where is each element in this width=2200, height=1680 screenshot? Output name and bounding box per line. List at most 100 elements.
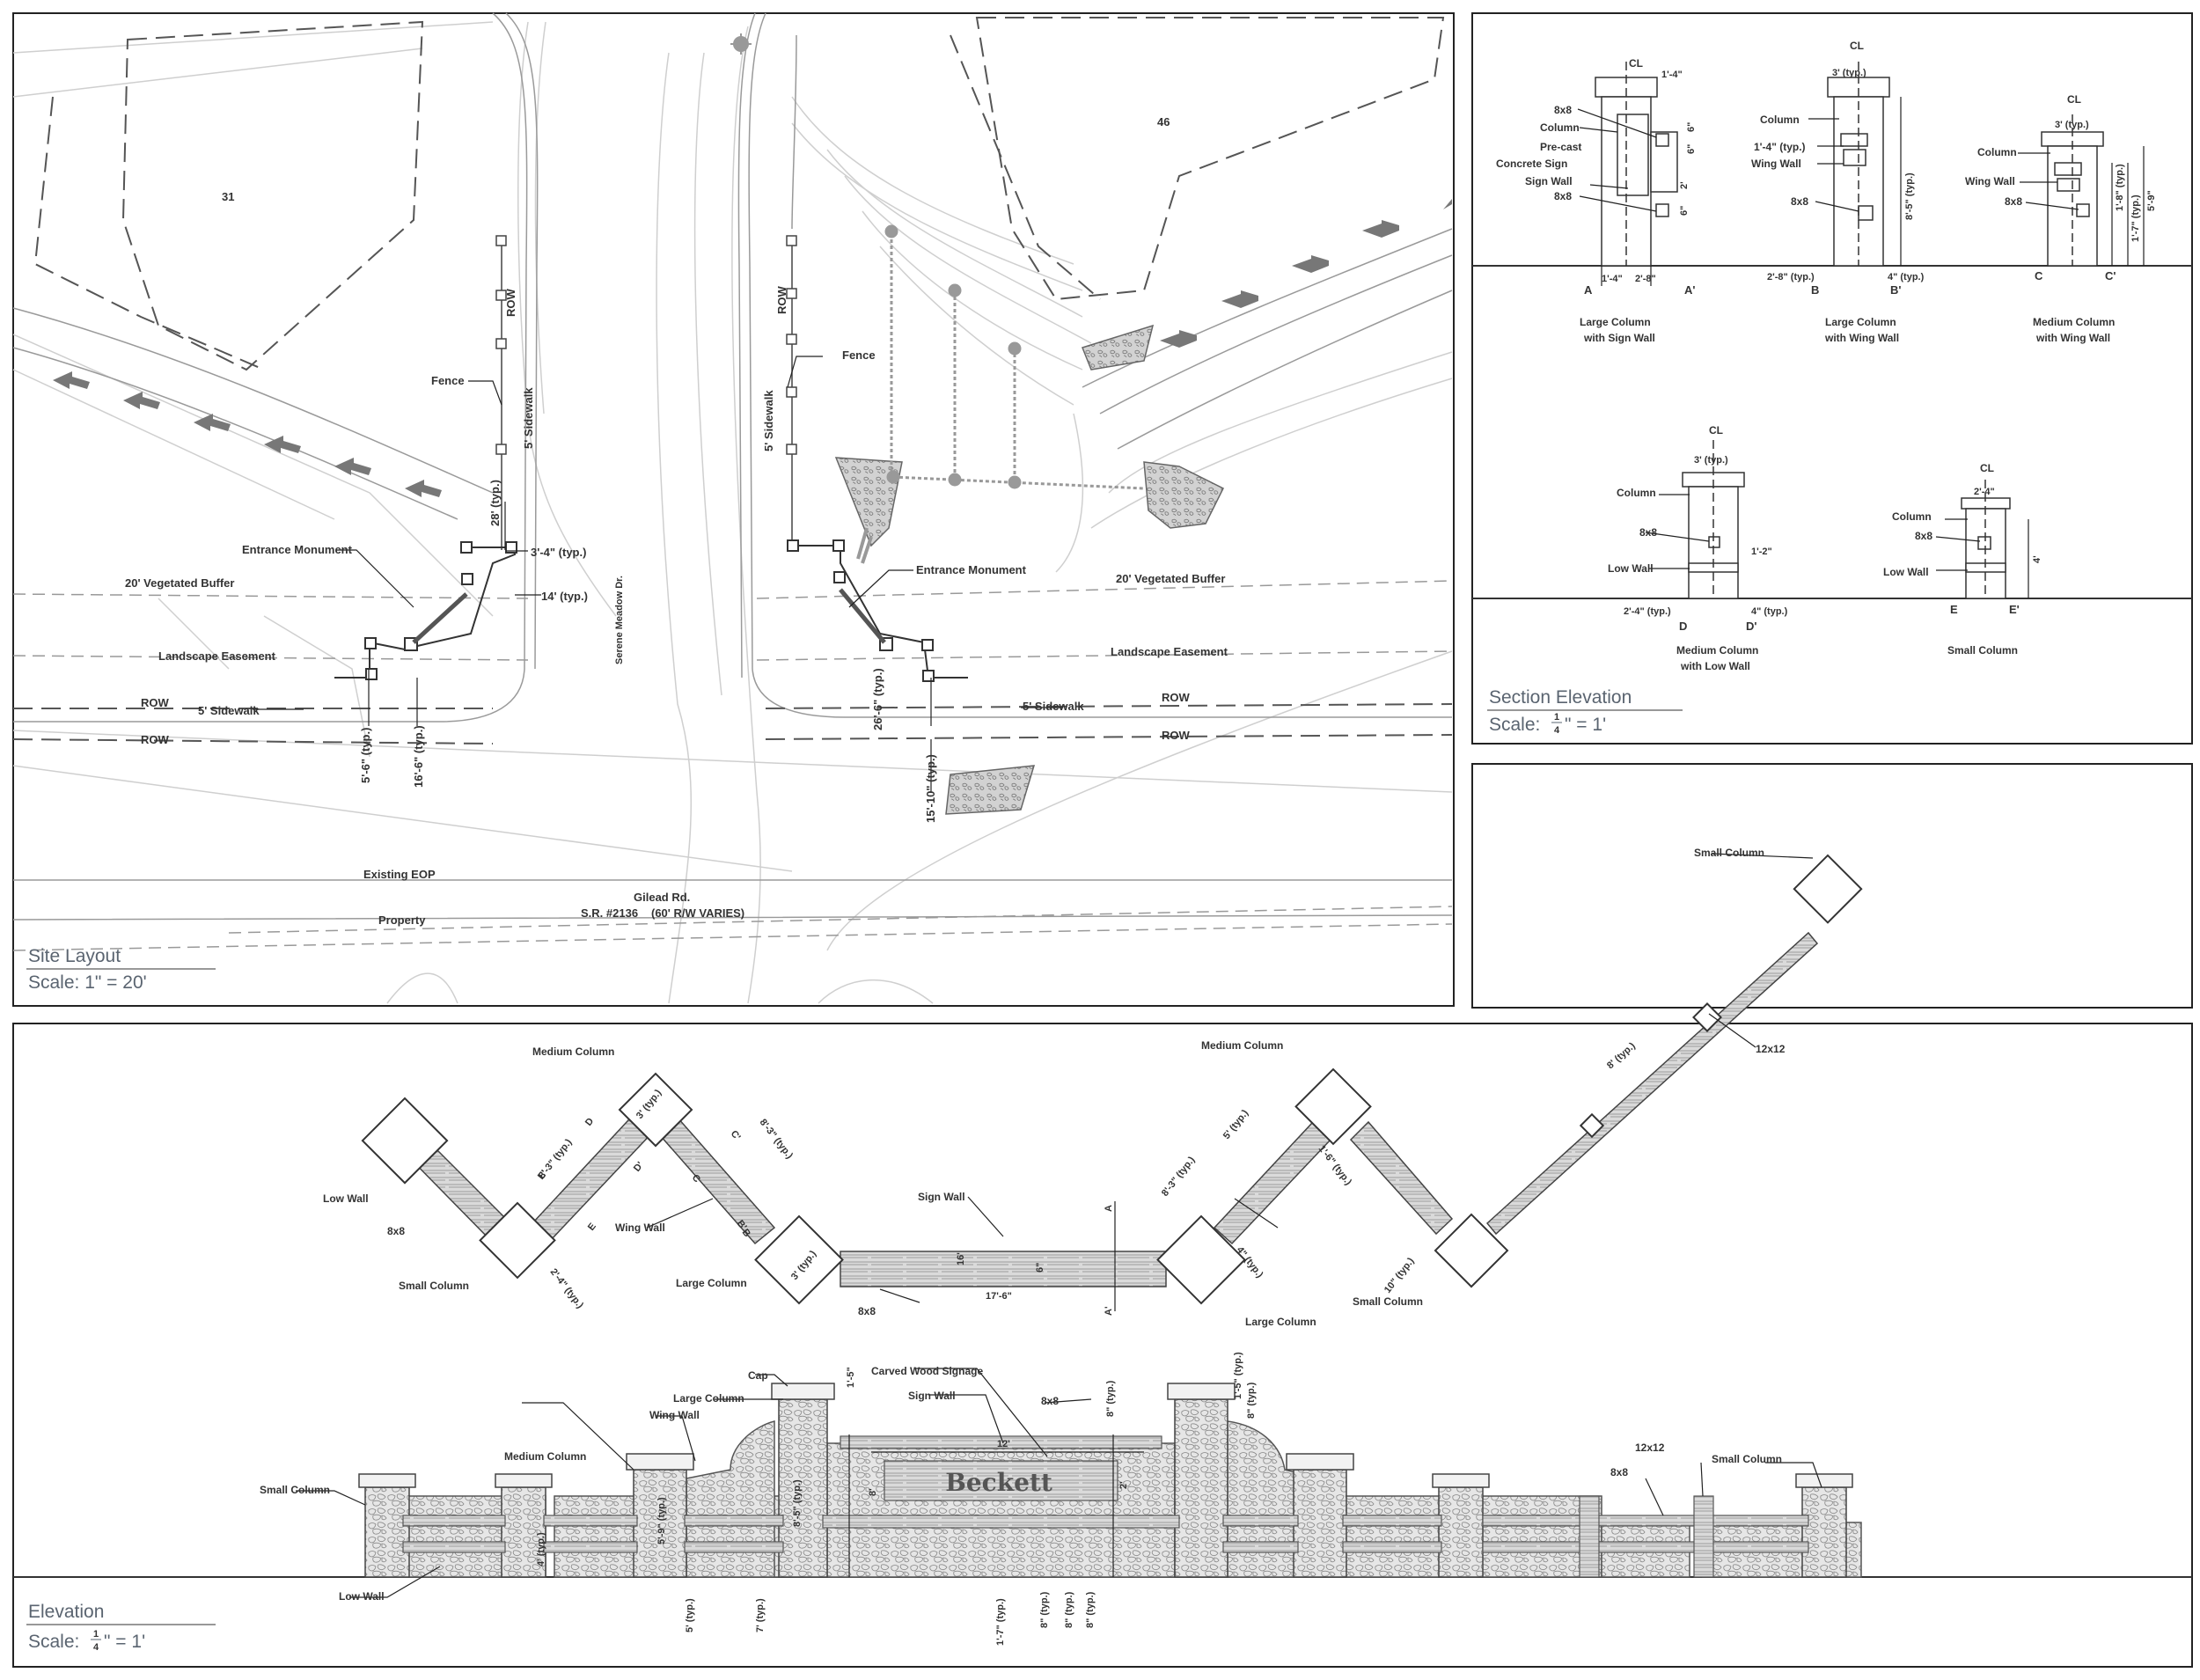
elev-dim-4: 4' (typ.): [536, 1532, 546, 1566]
property-label: Property: [378, 913, 426, 927]
street-label: Serene Meadow Dr.: [614, 576, 625, 664]
section-d2-mark: D': [1746, 620, 1756, 633]
plan-sec-d: D: [583, 1116, 596, 1128]
section-b-mark: B: [1811, 283, 1819, 297]
road-rw-label: (60' R/W VARIES): [651, 906, 744, 920]
elev-dim-5-9: 5'-9" (typ.): [656, 1497, 667, 1544]
elev-small-column-right: Small Column: [1712, 1453, 1782, 1465]
elev-wing-wall: Wing Wall: [649, 1409, 700, 1421]
elev-large-column: Large Column: [673, 1392, 744, 1405]
section-e-column: Column: [1892, 510, 1932, 523]
plan-dim-8-3b: 8'-3" (typ.): [758, 1117, 796, 1161]
elev-dim-1-5: 1'-5": [846, 1367, 856, 1388]
section-elevation-scale-prefix: Scale:: [1489, 715, 1540, 735]
elev-8x8: 8x8: [1041, 1395, 1059, 1407]
site-layout-title: Site Layout: [28, 946, 121, 966]
elevation-scale-prefix: Scale:: [28, 1632, 79, 1652]
section-c-dim-5-9: 5'-9": [2146, 190, 2157, 211]
section-a-8x8b: 8x8: [1554, 190, 1572, 202]
section-c-wing: Wing Wall: [1965, 175, 2015, 187]
elev-dim-8b: 8" (typ.): [1064, 1591, 1074, 1628]
section-d-dim-4: 4" (typ.): [1751, 606, 1788, 617]
section-d-column: Column: [1617, 487, 1656, 499]
plan-sec-e: E: [586, 1221, 598, 1233]
section-d-dim-2-4: 2'-4" (typ.): [1624, 606, 1671, 617]
plan-sec-d2: D': [632, 1160, 646, 1174]
elev-dim-7-typ: 7' (typ.): [755, 1598, 766, 1632]
section-e-8x8: 8x8: [1915, 530, 1932, 542]
elev-small-column-left: Small Column: [260, 1484, 330, 1496]
plan-sec-a2: A': [1104, 1306, 1114, 1316]
section-elevation-scale-num: 1: [1554, 712, 1559, 723]
section-a-dim-1-4: 1'-4": [1661, 70, 1683, 80]
section-d-caption-1: Medium Column: [1676, 644, 1758, 657]
plan-wing-wall: Wing Wall: [615, 1221, 665, 1234]
section-c-dim-3: 3' (typ.): [2055, 120, 2089, 130]
section-d-mark: D: [1679, 620, 1687, 633]
plan-dim-10: 10" (typ.): [1382, 1256, 1417, 1295]
section-c-8x8: 8x8: [2005, 195, 2022, 208]
elev-dim-12: 12': [997, 1439, 1010, 1449]
row-label-left-vertical: ROW: [504, 289, 517, 318]
plan-large-column-right: Large Column: [1245, 1316, 1316, 1328]
elev-dim-8c: 8" (typ.): [1085, 1591, 1096, 1628]
section-e-low: Low Wall: [1883, 566, 1929, 578]
row-label-right-1: ROW: [1162, 691, 1191, 704]
plan-dim-5: 5' (typ.): [1221, 1108, 1250, 1141]
section-cl-a: CL: [1629, 57, 1643, 70]
plan-small-column-right: Small Column: [1353, 1295, 1423, 1308]
section-elevation-panel: [1471, 12, 2193, 745]
elev-dim-8e: 8" (typ.): [1246, 1382, 1257, 1419]
elev-dim-8: 8': [868, 1488, 878, 1496]
section-cl-c: CL: [2067, 93, 2081, 106]
elev-cap: Cap: [748, 1369, 768, 1382]
section-b-caption-2: with Wing Wall: [1824, 332, 1899, 344]
road-sr-label: S.R. #2136: [581, 906, 638, 920]
section-a-dim-6c: 6": [1679, 206, 1690, 216]
section-b-column: Column: [1760, 114, 1800, 126]
elev-dim-8-5: 8'-5" (typ.): [792, 1479, 803, 1527]
plan-12x12: 12x12: [1756, 1043, 1786, 1055]
section-b-dim-4: 4" (typ.): [1888, 272, 1925, 282]
elev-8x8-right: 8x8: [1610, 1466, 1628, 1478]
plan-dim-17-6: 17'-6": [986, 1291, 1012, 1302]
section-a-mark: A: [1584, 283, 1593, 297]
section-e-mark: E: [1950, 603, 1958, 616]
plan-sign-wall: Sign Wall: [918, 1191, 965, 1203]
section-elevation-panel-bottom: [1471, 763, 2193, 1009]
section-d-dim-3: 3' (typ.): [1694, 455, 1728, 466]
section-c2-mark: C': [2105, 269, 2116, 282]
section-c-caption-2: with Wing Wall: [2035, 332, 2110, 344]
plan-8x8-sign: 8x8: [858, 1305, 876, 1317]
road-name-label: Gilead Rd.: [634, 891, 690, 904]
elevation-scale-num: 1: [93, 1629, 99, 1640]
elev-dim-8a: 8" (typ.): [1039, 1591, 1050, 1628]
section-d-caption-2: with Low Wall: [1680, 660, 1750, 672]
lot-46-label: 46: [1157, 115, 1170, 128]
site-layout-panel: [12, 12, 1455, 1007]
plan-dim-16: 16': [956, 1252, 966, 1266]
sidewalk-label-right: 5' Sidewalk: [1023, 700, 1084, 713]
section-a-8x8: 8x8: [1554, 104, 1572, 116]
section-b-8x8: 8x8: [1791, 195, 1808, 208]
section-a-column: Column: [1540, 121, 1580, 134]
front-elevation: Beckett Cap Carved Wood Signage Large Co…: [13, 1352, 2192, 1653]
section-a-caption-2: with Sign Wall: [1583, 332, 1655, 344]
section-c-dim-1-8: 1'-8" (typ.): [2115, 164, 2125, 211]
section-e-caption: Small Column: [1947, 644, 2018, 657]
section-a-dim-2-8: 2'-8": [1635, 274, 1656, 284]
plan-small-column-top: Small Column: [1694, 847, 1764, 859]
dim-16-6: 16'-6" (typ.): [412, 725, 425, 788]
plan-small-column-left: Small Column: [399, 1280, 469, 1292]
dim-5-6: 5'-6" (typ.): [359, 728, 372, 783]
section-b-dim-3: 3' (typ.): [1832, 68, 1866, 78]
section-a-dim-6a: 6": [1686, 122, 1697, 132]
section-d-8x8: 8x8: [1639, 526, 1657, 539]
section-c-column: Column: [1977, 146, 2017, 158]
section-a-caption-1: Large Column: [1580, 316, 1651, 328]
plan-large-column-left: Large Column: [676, 1277, 747, 1289]
dim-3-4: 3'-4" (typ.): [531, 546, 586, 559]
buffer-label-left: 20' Vegetated Buffer: [125, 576, 234, 590]
section-e-dim-4: 4': [2032, 555, 2042, 563]
plan-medium-column-left: Medium Column: [532, 1045, 614, 1058]
